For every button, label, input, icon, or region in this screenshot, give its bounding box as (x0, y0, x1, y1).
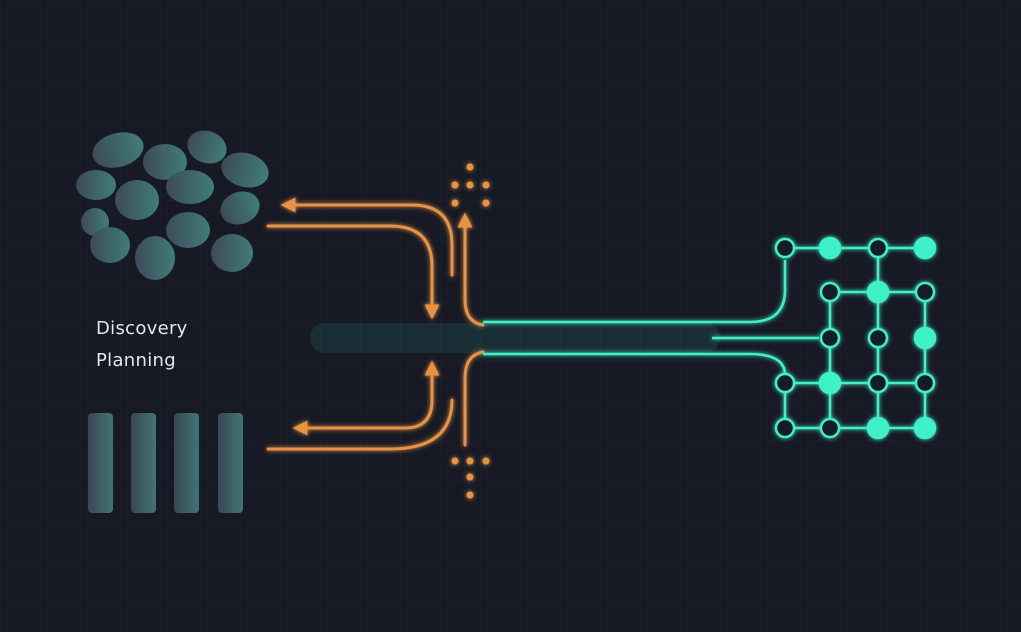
planning-label: Planning (96, 350, 176, 371)
vertical-bars-icon (88, 413, 243, 513)
teal-connectors (483, 260, 819, 376)
node-grid-icon (774, 236, 937, 440)
glowing-channel-icon (310, 323, 720, 353)
discovery-label: Discovery (96, 318, 188, 339)
orange-flow-lines (266, 197, 485, 451)
orange-dots-top (451, 163, 490, 207)
stone-cluster-icon (76, 130, 269, 280)
orange-dots-bottom (451, 457, 490, 499)
